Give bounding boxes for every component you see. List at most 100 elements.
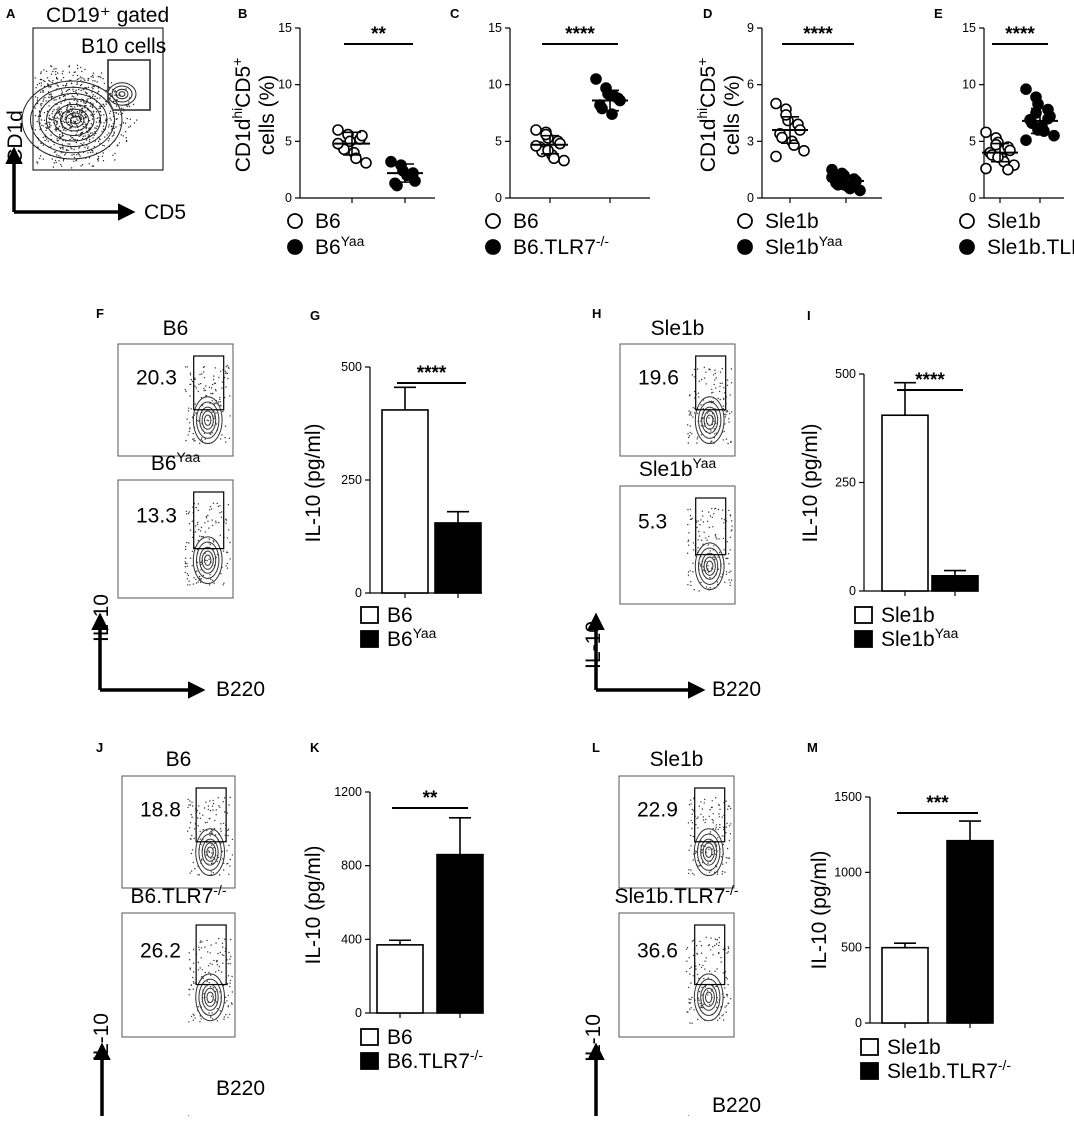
flow-dot <box>84 146 86 149</box>
flow-dot <box>227 377 229 380</box>
flow-dot <box>189 800 191 802</box>
flow-dot <box>45 129 47 132</box>
y-axis-name: IL-10 <box>582 621 605 669</box>
flow-contour-lines <box>21 80 137 160</box>
flow-dot <box>689 799 692 801</box>
flow-dot <box>194 1017 196 1019</box>
flow-dot <box>717 1019 719 1022</box>
flow-dot <box>125 137 127 139</box>
gate-percentage: 5.3 <box>638 510 667 533</box>
flow-dot <box>200 438 202 441</box>
flow-dot <box>696 953 699 955</box>
flow-dot <box>76 111 79 113</box>
y-tick-label: 0 <box>747 191 754 205</box>
flow-dot <box>688 872 690 875</box>
flow-dot <box>65 130 67 132</box>
flow-dot <box>73 99 75 102</box>
flow-dot <box>118 142 121 144</box>
flow-dot <box>219 505 221 507</box>
flow-dot <box>209 962 211 965</box>
flow-dot <box>714 379 716 381</box>
flow-dot <box>728 418 730 420</box>
flow-dot <box>94 95 96 98</box>
flow-dot <box>188 1021 190 1023</box>
flow-dot <box>102 104 105 106</box>
flow-dot <box>190 852 193 855</box>
flow-dot <box>126 117 128 120</box>
contour-line <box>697 833 721 871</box>
flow-dot <box>91 118 94 120</box>
flow-dot <box>90 114 93 116</box>
flow-dot <box>92 150 94 152</box>
y-tick-label: 10 <box>278 78 292 92</box>
legend-label: B6.TLR7-/- <box>387 1047 483 1073</box>
b10-gate <box>107 59 151 111</box>
text-run: B6 <box>315 210 341 233</box>
flow-dot <box>73 156 76 159</box>
flow-dot <box>45 126 47 128</box>
flow-dot <box>219 951 221 954</box>
contour-line <box>195 973 226 1022</box>
flow-dot <box>53 144 55 146</box>
flow-dot <box>211 519 213 521</box>
flow-dot <box>61 121 63 123</box>
flow-dot <box>221 511 223 513</box>
flow-dot <box>721 870 724 873</box>
contour-line <box>30 86 115 154</box>
flow-dot <box>698 530 700 533</box>
contour-line <box>697 978 721 1017</box>
flow-dot <box>114 159 116 161</box>
flow-dot <box>47 121 49 123</box>
flow-dot <box>185 390 187 393</box>
flow-dot <box>730 823 732 825</box>
flow-dot <box>726 822 728 824</box>
flow-dot <box>222 962 224 964</box>
flow-dot <box>226 364 228 367</box>
flow-dot <box>202 829 204 831</box>
flow-dot <box>200 843 202 845</box>
text-run: IL-10 (pg/ml) <box>302 845 325 964</box>
flow-dot <box>77 114 80 117</box>
flow-dot <box>53 151 56 153</box>
flow-dot <box>201 437 203 439</box>
flow-dot <box>71 115 74 117</box>
flow-dot <box>42 136 44 139</box>
flow-dot <box>70 114 73 116</box>
flow-dot <box>693 874 695 876</box>
flow-dot <box>39 155 42 157</box>
flow-dot <box>108 124 110 126</box>
flow-dot <box>68 117 70 120</box>
flow-dot <box>700 966 703 969</box>
legend-swatch <box>360 630 379 648</box>
flow-dot <box>185 510 187 512</box>
flow-dot <box>211 1012 213 1014</box>
flow-dot <box>697 436 699 438</box>
flow-dot <box>83 78 85 80</box>
flow-dot <box>700 539 703 541</box>
flow-dot <box>687 540 689 543</box>
flow-dot <box>694 555 697 557</box>
flow-dot <box>92 137 94 139</box>
flow-dot <box>708 526 711 529</box>
flow-dot <box>727 857 729 859</box>
flow-dot <box>59 146 61 149</box>
flow-dot <box>727 553 730 555</box>
flow-dot <box>40 82 43 84</box>
flow-dot <box>714 433 716 435</box>
data-point <box>350 152 362 165</box>
flow-dot <box>698 396 700 398</box>
flow-dot <box>100 72 103 74</box>
flow-dot <box>49 80 51 83</box>
flow-dot <box>710 441 712 443</box>
flow-dot <box>222 410 224 413</box>
flow-dot <box>711 516 713 519</box>
y-axis-name: CD1d <box>4 110 27 164</box>
contour-line <box>201 838 219 866</box>
flow-dot <box>74 91 77 93</box>
text-run: B6 <box>163 317 189 340</box>
flow-plot-frame <box>619 485 736 605</box>
flow-dot <box>213 382 216 385</box>
flow-dot <box>121 112 124 115</box>
flow-dot <box>706 520 709 522</box>
flow-dot <box>729 549 731 551</box>
